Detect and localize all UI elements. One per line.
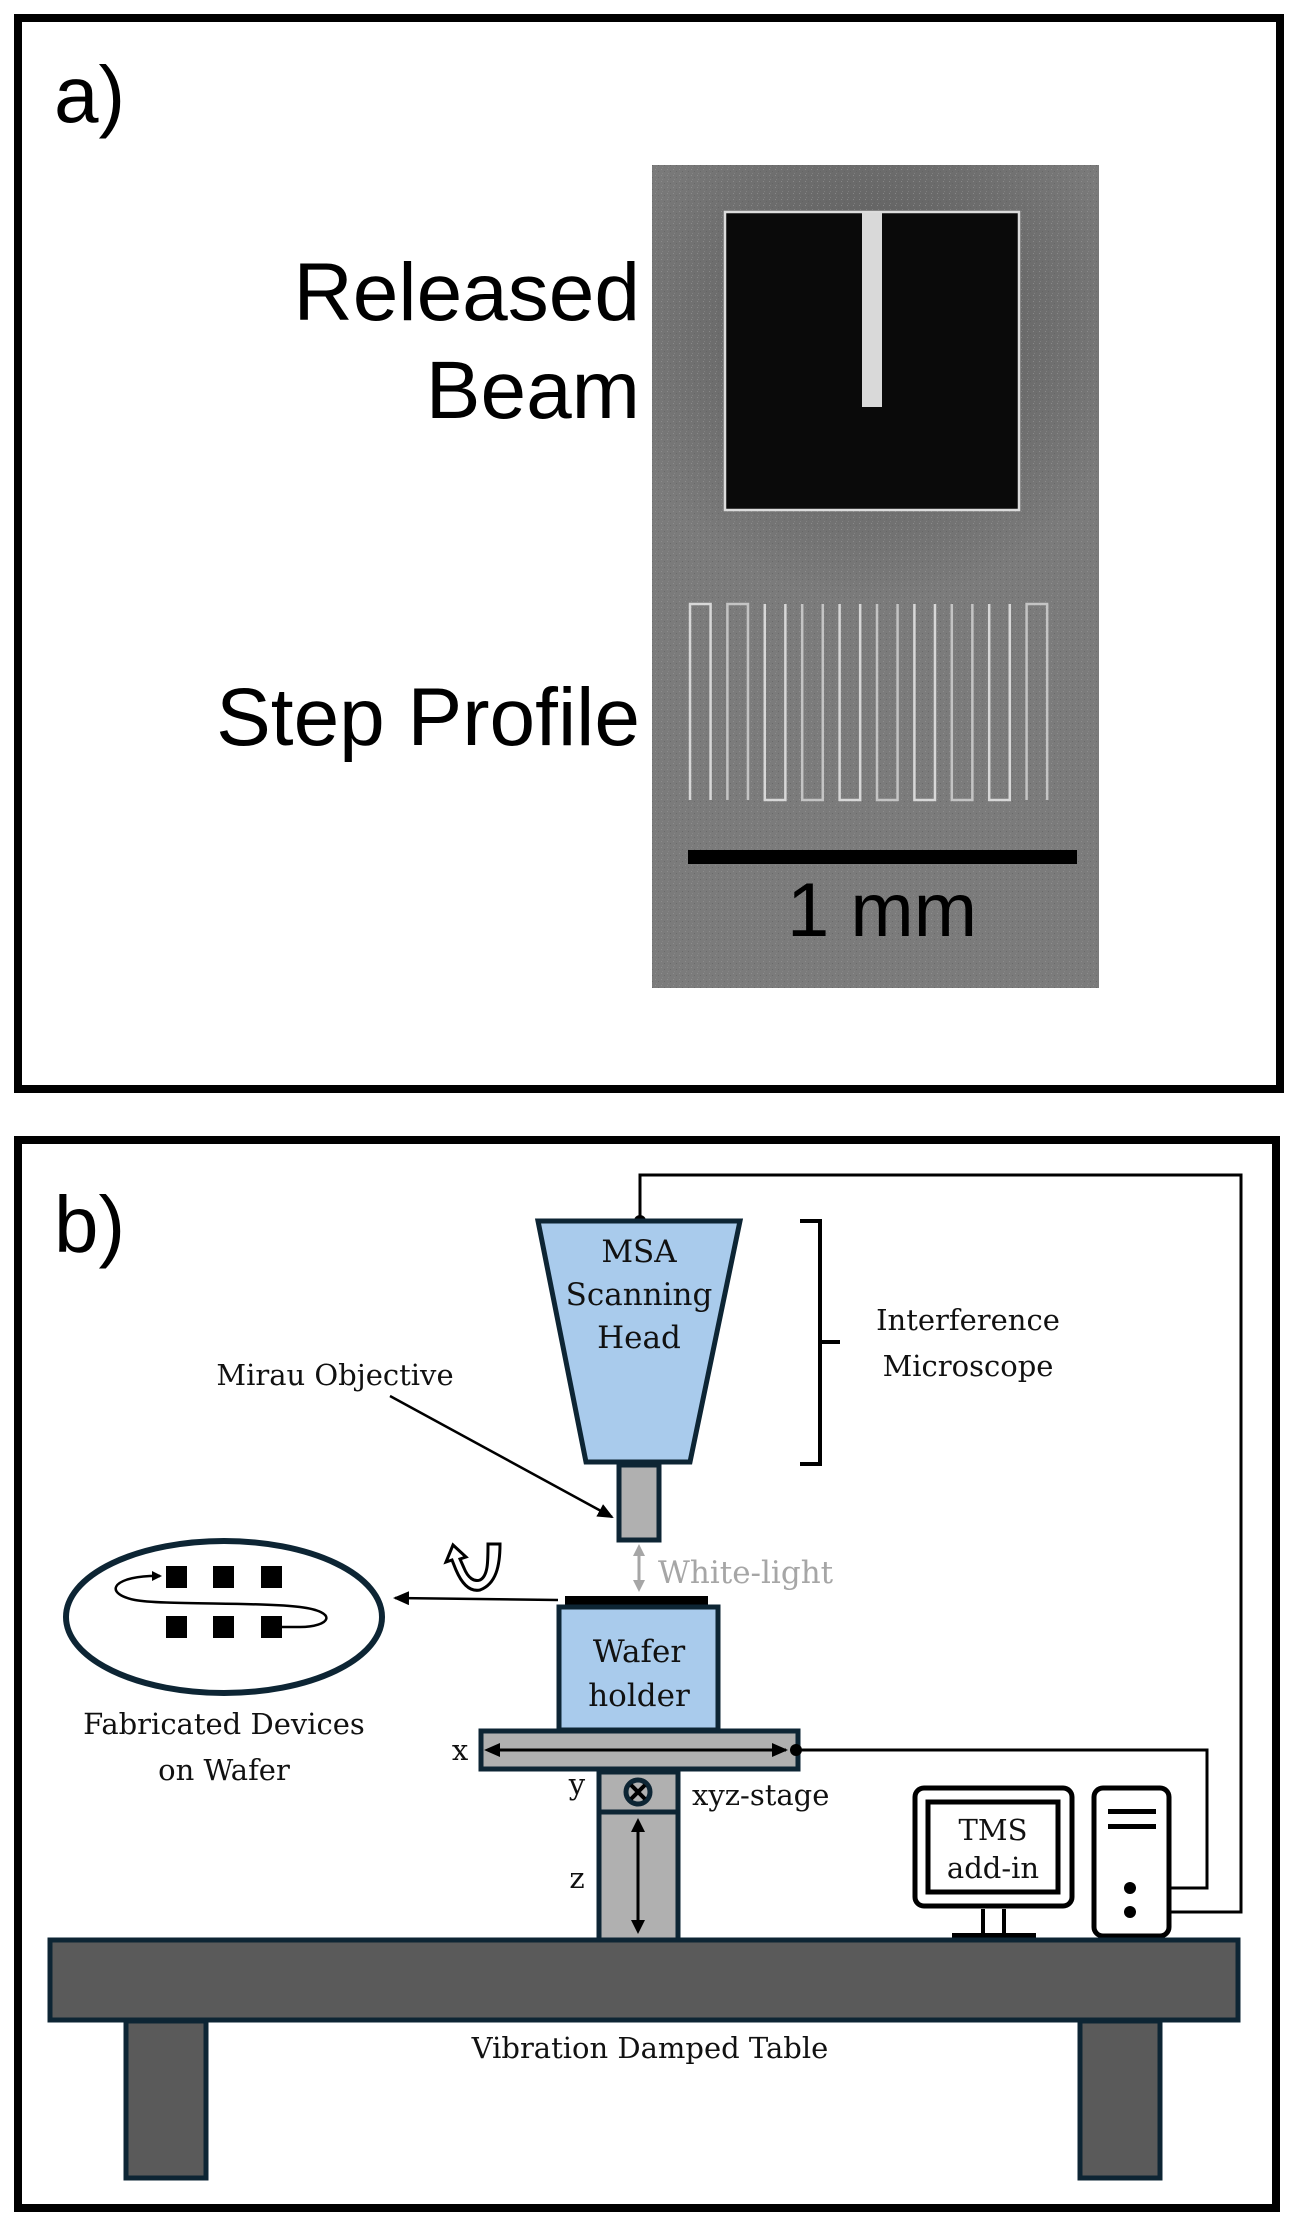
- step-profile-structure: [838, 604, 862, 802]
- interference-microscope-label-line2: Microscope: [883, 1349, 1054, 1383]
- step-profile-structure: [950, 604, 974, 802]
- micrograph: 1 mm: [652, 165, 1099, 988]
- wafer-holder-label-line2: holder: [588, 1678, 690, 1714]
- panel-a-label: a): [54, 50, 125, 139]
- scanning-head-label-line1: MSA: [601, 1234, 677, 1270]
- white-light-arrow-up-head: [633, 1544, 645, 1556]
- scale-bar-label: 1 mm: [787, 868, 977, 953]
- released-beam-label-line2: Beam: [426, 345, 640, 436]
- device-square: [261, 1616, 282, 1638]
- device-square: [166, 1616, 187, 1638]
- panel-b: b) MSA Scanning Head Mirau Objective Int…: [14, 1136, 1280, 2212]
- x-axis-label: x: [452, 1733, 468, 1767]
- scan-path: [114, 1571, 328, 1629]
- scanning-head-body: [534, 1218, 744, 1465]
- device-grid: [166, 1566, 282, 1638]
- step-profile-label: Step Profile: [216, 672, 640, 763]
- scanning-head-label-line2: Scanning: [566, 1277, 713, 1313]
- step-profile-structure: [987, 604, 1012, 802]
- device-square: [213, 1616, 234, 1638]
- device-square: [213, 1566, 234, 1588]
- table-top: [47, 1937, 1241, 2023]
- table-leg-right: [1077, 2018, 1163, 2181]
- table-leg-left: [123, 2018, 209, 2181]
- vibration-damped-table: Vibration Damped Table: [47, 1937, 1241, 2181]
- x-axis-arrow-left-head: [484, 1743, 500, 1757]
- wafer-to-devices-pointer: [393, 1591, 559, 1606]
- interference-microscope-bracket: [800, 1219, 840, 1466]
- monitor-label-line2: add-in: [947, 1851, 1039, 1885]
- fabricated-devices-label-line2: on Wafer: [158, 1753, 290, 1787]
- wafer: [565, 1596, 708, 1607]
- interference-microscope-label-line1: Interference: [876, 1303, 1060, 1337]
- step-profile-structure: [1025, 602, 1049, 800]
- released-beam: [862, 213, 882, 407]
- step-profile-structure: [726, 602, 750, 800]
- released-beam-label-line1: Released: [294, 247, 640, 338]
- wafer-holder: [556, 1604, 721, 1733]
- stage-cable-connector: [790, 1744, 802, 1756]
- mirau-objective: [616, 1462, 662, 1543]
- panel-b-label: b): [54, 1180, 125, 1269]
- tower-pc-icon: [1091, 1785, 1172, 1939]
- xyz-stage: x y xyz-stage z: [452, 1728, 829, 1943]
- z-axis-label: z: [569, 1861, 584, 1895]
- step-profile-structure: [688, 602, 712, 800]
- wafer-holder-label-line1: Wafer: [593, 1634, 685, 1670]
- step-profile-structure: [763, 604, 787, 802]
- y-axis-label: y: [568, 1767, 586, 1801]
- device-square: [261, 1566, 282, 1588]
- fabricated-devices-label-line1: Fabricated Devices: [83, 1707, 365, 1741]
- xyz-stage-label: xyz-stage: [692, 1778, 829, 1812]
- rotate-icon: [443, 1542, 502, 1592]
- step-profile-structure: [800, 604, 825, 802]
- table-label: Vibration Damped Table: [471, 2031, 829, 2065]
- white-light-label: White-light: [658, 1555, 834, 1591]
- white-light-arrow-down-head: [633, 1580, 645, 1592]
- z-axis-arrow-down-head: [631, 1920, 645, 1934]
- z-axis-arrow-up-head: [631, 1818, 645, 1832]
- scanning-head-label-line3: Head: [597, 1320, 681, 1356]
- scale-bar: [688, 850, 1077, 864]
- monitor-label-line1: TMS: [959, 1813, 1028, 1847]
- device-square: [166, 1566, 187, 1588]
- monitor-icon: [912, 1785, 1075, 1939]
- step-profile-structure: [875, 604, 899, 802]
- step-profile-structure: [913, 604, 937, 802]
- panel-a: a) Released Beam Step Profile 1 mm: [14, 14, 1284, 1093]
- into-page-icon: [623, 1777, 653, 1807]
- msa-scanning-head: MSA Scanning Head: [534, 1218, 744, 1465]
- mirau-objective-pointer: [389, 1394, 614, 1519]
- computer: TMS add-in: [912, 1785, 1172, 1939]
- fabricated-devices-wafer-view: Fabricated Devices on Wafer: [63, 1538, 385, 1787]
- head-to-pc-cable: [638, 1173, 1243, 1914]
- mirau-objective-label: Mirau Objective: [216, 1358, 453, 1392]
- step-profile-structures: [688, 602, 1049, 802]
